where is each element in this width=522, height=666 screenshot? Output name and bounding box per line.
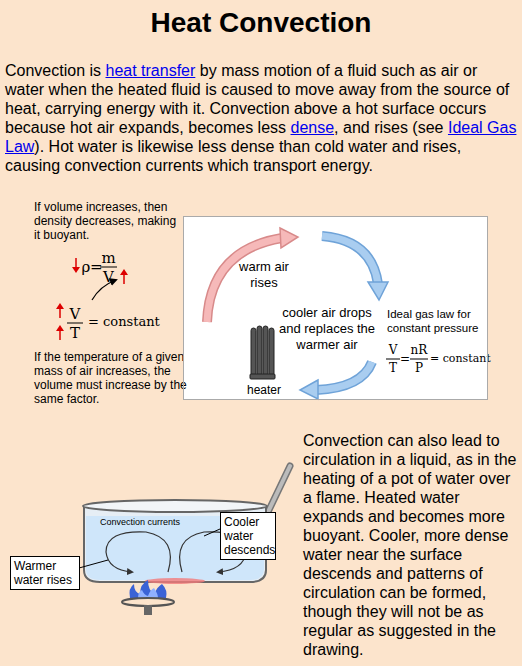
cool-air-arrow [300, 362, 372, 399]
room-box: warm air rises cooler air drops and repla… [183, 216, 488, 400]
body-text: ). Hot water is likewise less dense than… [5, 138, 461, 174]
callout-text: Cooler water descends [224, 515, 272, 557]
callout-box: Warmer water rises [10, 556, 80, 590]
formula-symbol: = constant [430, 352, 486, 365]
formula-symbol: T [386, 361, 400, 375]
cool-air-arrow [322, 236, 388, 300]
formula-caption: Ideal gas law for constant pressure [387, 307, 483, 335]
formula-symbol: m [100, 249, 117, 267]
body-text: , and rises (see [334, 119, 443, 136]
flow-label: cooler air drops and replaces the warmer… [272, 305, 382, 353]
flame [122, 580, 174, 615]
intro-paragraph: Convection is heat transfer by mass moti… [5, 61, 519, 175]
leader-line [79, 529, 220, 568]
link-text: dense [291, 119, 335, 136]
room-ground [183, 216, 488, 400]
formula-symbol: = [90, 258, 100, 276]
flow-label: warm air rises [230, 259, 298, 291]
formula-symbol: = [400, 352, 410, 366]
fraction-bar [67, 267, 428, 359]
formula-symbol: nR [410, 343, 428, 357]
link-text: heat transfer [106, 62, 196, 79]
formula-symbol: V [386, 343, 400, 357]
formula-symbol: ρ [81, 258, 91, 276]
formula-symbol: V [100, 268, 117, 286]
formula-symbol: P [410, 361, 428, 375]
formula-symbol: V [67, 305, 83, 323]
pot-label: Convection currents [100, 517, 200, 528]
side-paragraph: Convection can also lead to circulation … [303, 431, 520, 659]
pot [83, 466, 290, 584]
heater-label: heater [247, 383, 287, 398]
callout-box: Cooler water descends [220, 512, 276, 560]
note-text: If the temperature of a given mass of ai… [34, 350, 192, 406]
heater-symbol [250, 326, 275, 379]
formula-symbol: T [67, 324, 83, 342]
formula-symbol: = constant [88, 314, 168, 330]
title: Heat Convection [0, 6, 522, 40]
body-text: Convection is [5, 62, 101, 79]
note-text: If volume increases, then density decrea… [34, 200, 184, 242]
callout-text: Warmer water rises [14, 559, 76, 587]
